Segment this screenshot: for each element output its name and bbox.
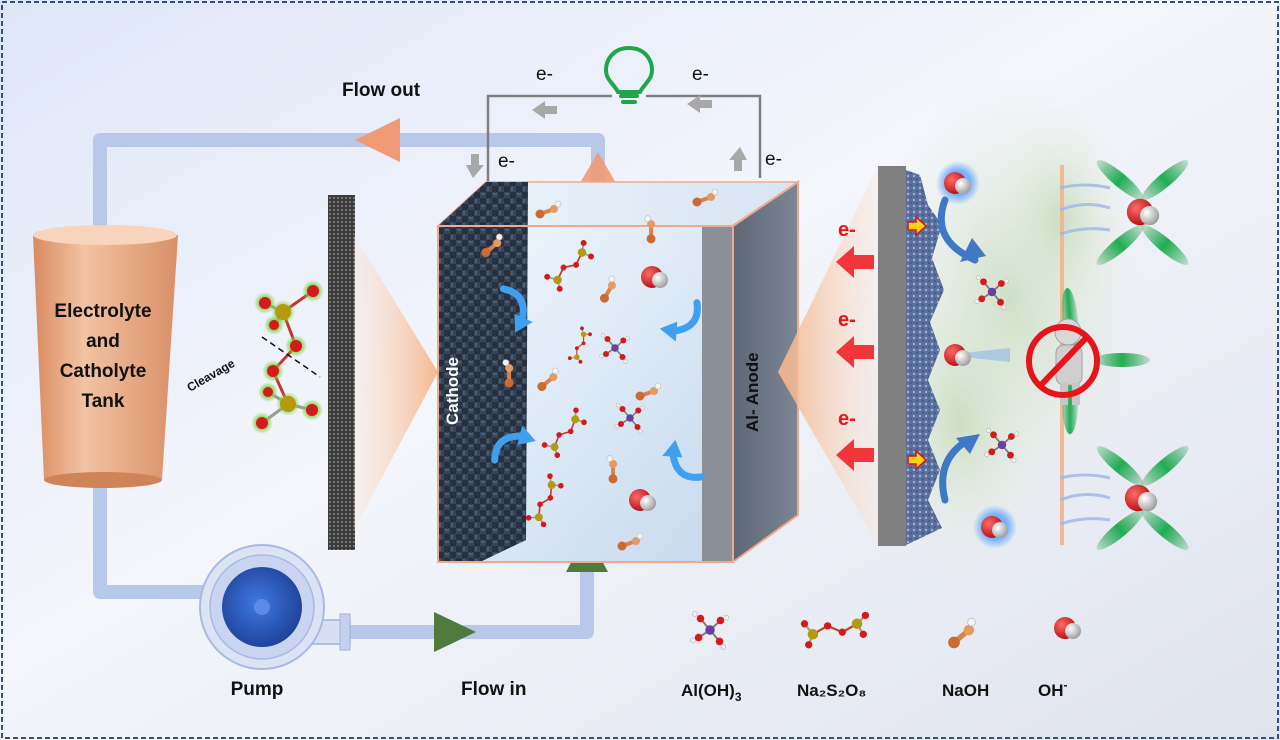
tank-label-line2: and <box>86 331 120 352</box>
electron-label-red-1: e- <box>838 219 856 241</box>
flow-out-arrow <box>355 118 400 162</box>
flow-out-label: Flow out <box>342 80 421 101</box>
electron-flow-arrows <box>466 95 747 178</box>
flow-cell <box>436 180 801 563</box>
electron-label-cathode: e- <box>498 151 515 172</box>
external-circuit <box>486 94 762 182</box>
anode-plate-zoom <box>878 166 906 546</box>
solvated-hydroxide-top <box>1096 159 1189 266</box>
tank-label-line4: Tank <box>82 391 125 412</box>
diffusion-wave-arrows <box>1059 183 1111 526</box>
legend-persulfate-label: Na₂S₂O₈ <box>797 681 866 700</box>
anode-electrode-side <box>732 182 798 562</box>
cathode-label: Cathode <box>443 357 462 425</box>
pump <box>199 544 351 670</box>
light-bulb-icon <box>603 45 655 104</box>
anode-electrode-front <box>702 226 732 562</box>
electron-label-top-left: e- <box>536 64 553 85</box>
tank-label-line3: Catholyte <box>60 361 147 382</box>
solvated-hydroxide-bottom <box>1096 445 1189 551</box>
legend-al-oh3-label: Al(OH)3 <box>681 681 742 704</box>
flow-in-label: Flow in <box>461 679 526 700</box>
electron-label-red-2: e- <box>838 309 856 331</box>
blocked-figure-icon <box>1026 288 1150 434</box>
electron-label-top-right: e- <box>692 64 709 85</box>
tank-label-line1: Electrolyte <box>54 301 151 322</box>
anode-label: Al- Anode <box>743 352 762 432</box>
electron-label-red-3: e- <box>838 408 856 430</box>
legend-oh-label: OH- <box>1038 678 1068 700</box>
legend-naoh-label: NaOH <box>942 681 989 700</box>
electrolyte-tank <box>33 225 178 488</box>
persulfate-cleavage-molecule <box>251 280 324 434</box>
cathode-electrode <box>438 182 528 562</box>
membrane <box>328 195 355 550</box>
cathode-zoom-cone <box>354 235 438 530</box>
surface-hydroxide-ions <box>936 161 1020 549</box>
flow-in-arrow <box>434 612 476 652</box>
electron-label-anode: e- <box>765 149 782 170</box>
pump-label: Pump <box>231 679 284 700</box>
flow-out-up-arrow <box>576 152 620 190</box>
